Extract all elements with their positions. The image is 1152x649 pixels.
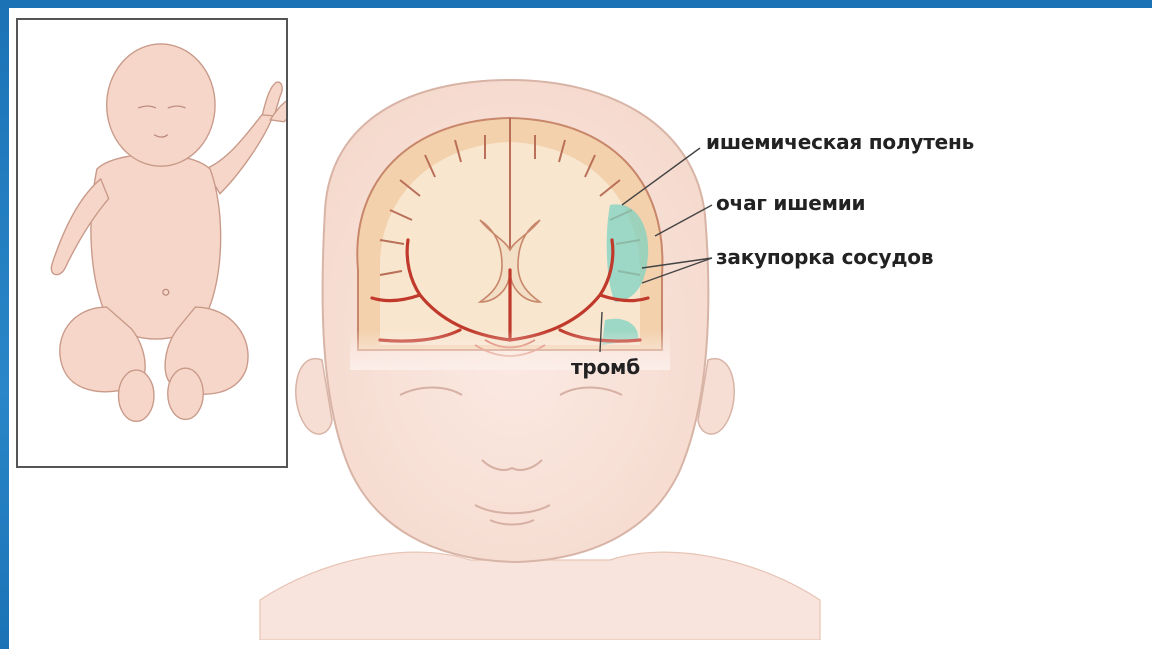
label-thrombus: тромб xyxy=(571,355,640,379)
top-frame-bar xyxy=(0,0,1152,8)
label-vessel-occlusion: закупорка сосудов xyxy=(716,245,933,269)
left-frame-bar xyxy=(0,0,9,649)
label-ischemic-penumbra: ишемическая полутень xyxy=(706,130,974,154)
label-ischemic-focus: очаг ишемии xyxy=(716,191,865,215)
